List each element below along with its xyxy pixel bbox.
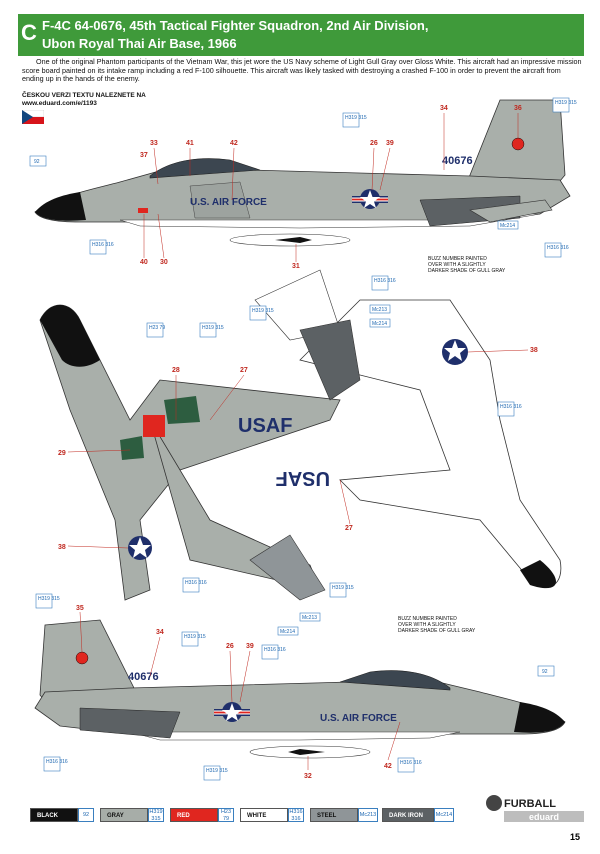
side-profile-bottom [34, 619, 566, 759]
decal-31: 31 [292, 263, 300, 270]
decal-34b: 34 [156, 629, 164, 636]
decal-38b: 38 [530, 347, 538, 354]
page-number: 15 [569, 832, 580, 842]
svg-text:H316 316: H316 316 [500, 404, 522, 410]
legend-code-dark-iron: Mc214 [434, 808, 454, 822]
decal-36: 36 [514, 105, 522, 112]
svg-text:FURBALL: FURBALL [504, 798, 556, 810]
legend-swatch-white: WHITE [240, 808, 288, 822]
decal-41: 41 [186, 140, 194, 147]
serial-top: 40676 [442, 155, 473, 167]
profile-letter: C [21, 20, 37, 45]
legend-code-red: H23 79 [218, 808, 234, 822]
decal-labels-top: 33 37 41 42 34 36 26 39 40 30 31 [140, 105, 522, 270]
decal-38: 38 [58, 544, 66, 551]
svg-text:H316 316: H316 316 [92, 242, 114, 248]
decal-27b: 27 [345, 525, 353, 532]
svg-text:eduard: eduard [529, 812, 559, 822]
decal-32: 32 [304, 773, 312, 780]
czech-note-link[interactable]: www.eduard.com/e/1193 [22, 99, 97, 107]
profile-header: C F-4C 64-0676, 45th Tactical Fighter Sq… [18, 14, 584, 56]
legend-code-black: 92 [78, 808, 94, 822]
decal-labels-plan: 28 27 29 38 27 38 [58, 347, 538, 551]
profile-description: One of the original Phantom participants… [22, 57, 582, 84]
decal-35: 35 [76, 605, 84, 612]
decal-26: 26 [370, 140, 378, 147]
decal-28: 28 [172, 367, 180, 374]
svg-text:OVER WITH A SLIGHTLY: OVER WITH A SLIGHTLY [398, 622, 456, 628]
side-profile-top [34, 99, 571, 247]
czech-note-line1: ČESKOU VERZI TEXTU NALEZNETE NA [22, 92, 146, 99]
legend-swatch-dark-iron: DARK IRON [382, 808, 434, 822]
svg-text:OVER WITH A SLIGHTLY: OVER WITH A SLIGHTLY [428, 262, 486, 268]
profile-title-line2: Ubon Royal Thai Air Base, 1966 [42, 36, 237, 51]
svg-text:H316 316: H316 316 [185, 580, 207, 586]
decal-39b: 39 [246, 643, 254, 650]
svg-text:H319 315: H319 315 [202, 325, 224, 331]
svg-text:H319 315: H319 315 [206, 768, 228, 774]
svg-text:Mc214: Mc214 [372, 321, 387, 327]
decal-42b: 42 [384, 763, 392, 770]
czech-note: ČESKOU VERZI TEXTU NALEZNETE NA www.edua… [22, 92, 146, 107]
decal-40: 40 [140, 259, 148, 266]
decal-33: 33 [150, 140, 158, 147]
svg-text:H316 316: H316 316 [547, 245, 569, 251]
czech-flag-icon [22, 110, 44, 124]
svg-text:H319 315: H319 315 [345, 115, 367, 121]
legend-code-gray: H319 315 [148, 808, 164, 822]
svg-text:H319 315: H319 315 [332, 585, 354, 591]
svg-text:BUZZ NUMBER PAINTED: BUZZ NUMBER PAINTED [428, 256, 487, 262]
buzz-note-bottom: BUZZ NUMBER PAINTED OVER WITH A SLIGHTLY… [398, 616, 476, 634]
decal-27: 27 [240, 367, 248, 374]
decal-30: 30 [160, 259, 168, 266]
wing-text-lower: USAF [276, 467, 330, 489]
svg-text:H319 315: H319 315 [184, 634, 206, 640]
profile-title-line1: F-4C 64-0676, 45th Tactical Fighter Squa… [42, 18, 429, 33]
legend-swatch-gray: GRAY [100, 808, 148, 822]
decal-29: 29 [58, 450, 66, 457]
svg-text:H316 316: H316 316 [264, 647, 286, 653]
decal-42: 42 [230, 140, 238, 147]
leader-lines [67, 113, 529, 770]
paint-code-boxes: H319 315 H319 315 92 H316 316 H316 316 M… [29, 97, 577, 781]
svg-text:92: 92 [34, 159, 40, 165]
svg-text:H316 316: H316 316 [46, 759, 68, 765]
legend-code-steel: Mc213 [358, 808, 378, 822]
furball-eduard-logo: FURBALL eduard [486, 795, 584, 822]
svg-text:Mc213: Mc213 [372, 307, 387, 313]
svg-text:H319 315: H319 315 [252, 308, 274, 314]
decal-26b: 26 [226, 643, 234, 650]
decal-34: 34 [440, 105, 448, 112]
svg-text:92: 92 [542, 669, 548, 675]
svg-text:Mc214: Mc214 [280, 629, 295, 635]
svg-text:Mc213: Mc213 [302, 615, 317, 621]
legend-swatch-red: RED [170, 808, 218, 822]
svg-text:H316 316: H316 316 [400, 760, 422, 766]
svg-text:H319 315: H319 315 [38, 596, 60, 602]
plan-view-upper [39, 304, 341, 601]
legend-swatch-black: BLACK [30, 808, 78, 822]
wing-text-upper: USAF [238, 415, 292, 437]
svg-text:BUZZ NUMBER PAINTED: BUZZ NUMBER PAINTED [398, 616, 457, 622]
plan-view-lower [254, 269, 562, 589]
fuselage-text-bottom: U.S. AIR FORCE [320, 713, 397, 724]
svg-text:DARKER SHADE OF GULL GRAY: DARKER SHADE OF GULL GRAY [428, 268, 506, 274]
svg-text:H316 316: H316 316 [374, 278, 396, 284]
serial-bottom: 40676 [128, 671, 159, 683]
svg-text:H23 79: H23 79 [149, 325, 165, 331]
legend-code-white: H316 316 [288, 808, 304, 822]
decal-37: 37 [140, 152, 148, 159]
fuselage-text-top: U.S. AIR FORCE [190, 197, 267, 208]
svg-text:Mc214: Mc214 [500, 223, 515, 229]
decal-39: 39 [386, 140, 394, 147]
buzz-note-top: BUZZ NUMBER PAINTED OVER WITH A SLIGHTLY… [428, 256, 506, 274]
svg-text:DARKER SHADE OF GULL GRAY: DARKER SHADE OF GULL GRAY [398, 628, 476, 634]
legend-swatch-steel: STEEL [310, 808, 358, 822]
decal-labels-bottom: 35 34 26 39 42 32 [76, 605, 392, 780]
svg-text:H319 315: H319 315 [555, 100, 577, 106]
